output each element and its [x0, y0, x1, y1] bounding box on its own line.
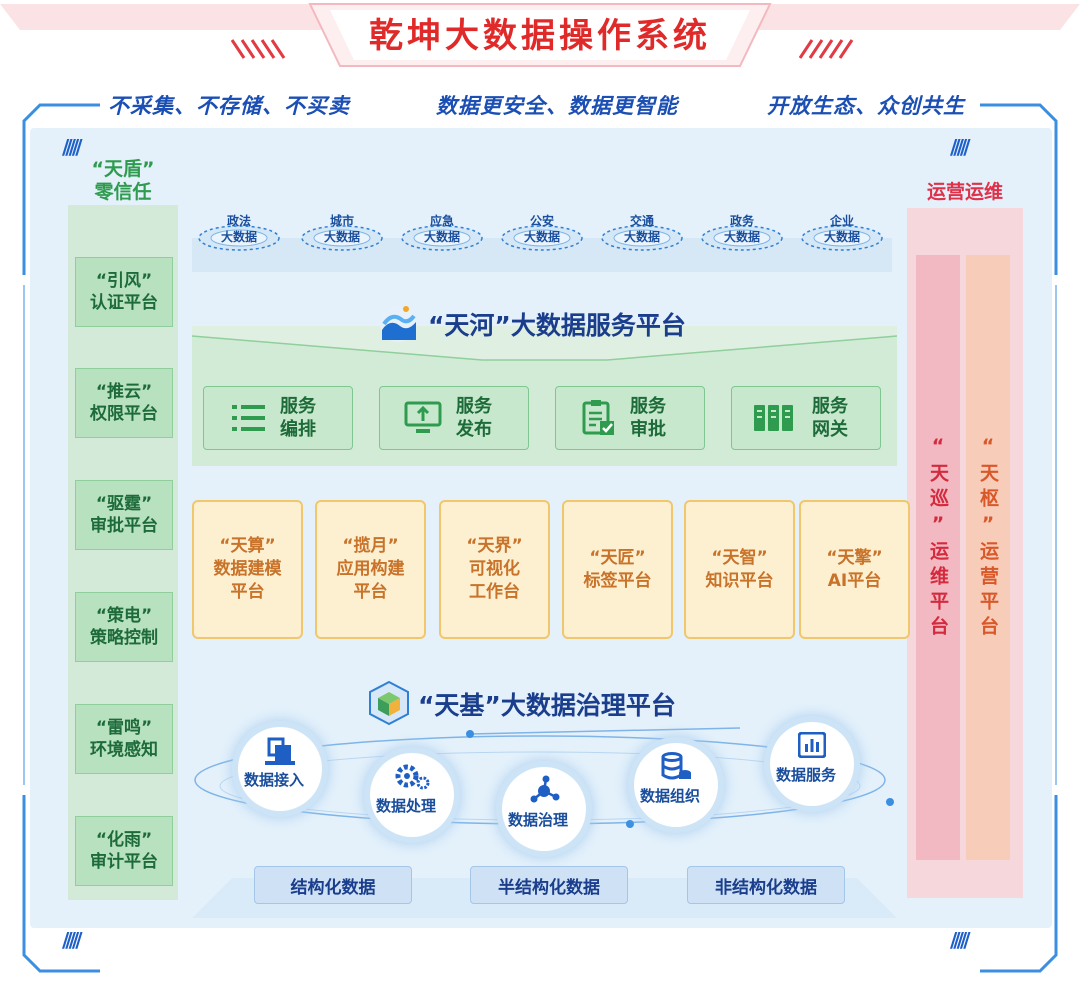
- left-item-label: “引风” 认证平台: [90, 271, 158, 313]
- left-item-yinfeng[interactable]: “引风” 认证平台: [75, 257, 173, 327]
- module-label: “天界” 可视化 工作台: [466, 536, 523, 602]
- left-item-leiming[interactable]: “雷鸣” 环境感知: [75, 704, 173, 774]
- left-item-label: “推云” 权限平台: [90, 382, 158, 424]
- data-access-icon: [265, 737, 295, 765]
- stripe-decor: /////: [950, 928, 970, 952]
- module-label: “天擎” AI平台: [826, 547, 883, 591]
- left-item-label: “策电” 策略控制: [90, 606, 158, 648]
- service-gateway-card[interactable]: 服务 网关: [731, 386, 881, 450]
- stripe-decor: /////: [62, 135, 82, 159]
- data-type-semi-structured[interactable]: 半结构化数据: [470, 866, 628, 904]
- service-publish-card[interactable]: 服务 发布: [379, 386, 529, 450]
- slogan-3: 开放生态、众创共生: [767, 94, 965, 118]
- left-column-heading: “天盾” 零信任: [91, 158, 155, 203]
- service-label: 服务 发布: [456, 396, 492, 440]
- frame-border: [22, 103, 1058, 973]
- list-icon: [232, 405, 265, 431]
- governance-label: 数据处理: [376, 797, 437, 815]
- module-label: “天智” 知识平台: [705, 547, 774, 591]
- slogan-1: 不采集、不存储、不买卖: [108, 94, 350, 118]
- stripe-decor: /////: [62, 928, 82, 952]
- service-label: 服务 审批: [630, 396, 666, 440]
- module-label: “揽月” 应用构建 平台: [336, 536, 405, 602]
- service-orchestration-card[interactable]: 服务 编排: [203, 386, 353, 450]
- service-platform-bg: [192, 326, 897, 466]
- module-label: “天匠” 标签平台: [583, 547, 652, 591]
- title-banner: [0, 3, 1080, 67]
- governance-node-processing[interactable]: 数据处理: [370, 753, 454, 837]
- right-column-heading: 运营运维: [926, 181, 1003, 203]
- cube-icon: [369, 680, 409, 726]
- server-rack-icon: [754, 405, 793, 431]
- clipboard-check-icon: [582, 400, 614, 435]
- right-bar-tianshu[interactable]: “天枢”运营平台: [966, 255, 1010, 860]
- module-card-tianzhi[interactable]: “天智” 知识平台: [684, 500, 795, 639]
- governance-label: 数据组织: [640, 787, 701, 805]
- module-label: “天算” 数据建模 平台: [213, 536, 282, 602]
- domain-disk-jiaotong[interactable]: 交通 大数据: [623, 214, 660, 244]
- governance-platform-title: “天基”大数据治理平台: [418, 691, 676, 720]
- data-type-label: 半结构化数据: [498, 877, 600, 898]
- domain-disk-qiye[interactable]: 企业 大数据: [823, 214, 860, 244]
- domain-disk-yingji[interactable]: 应急 大数据: [423, 214, 460, 244]
- module-card-tiansuan[interactable]: “天算” 数据建模 平台: [192, 500, 303, 639]
- service-label: 服务 网关: [812, 396, 848, 440]
- bar-chart-icon: [798, 732, 826, 758]
- gears-icon: [395, 764, 430, 790]
- module-card-tianqing[interactable]: “天擎” AI平台: [799, 500, 910, 639]
- module-card-tianjiang[interactable]: “天匠” 标签平台: [562, 500, 673, 639]
- data-type-label: 非结构化数据: [715, 877, 817, 898]
- data-type-label: 结构化数据: [290, 877, 376, 898]
- domain-disk-rings: [198, 225, 883, 251]
- left-item-label: “雷鸣” 环境感知: [90, 718, 158, 760]
- governance-label: 数据接入: [244, 771, 305, 789]
- data-type-unstructured[interactable]: 非结构化数据: [687, 866, 845, 904]
- left-item-cedian[interactable]: “策电” 策略控制: [75, 592, 173, 662]
- monitor-upload-icon: [404, 401, 442, 433]
- module-card-lanyue[interactable]: “揽月” 应用构建 平台: [315, 500, 426, 639]
- left-item-quting[interactable]: “驱霆” 审批平台: [75, 480, 173, 550]
- left-item-huayu[interactable]: “化雨” 审计平台: [75, 816, 173, 886]
- governance-node-access[interactable]: 数据接入: [238, 727, 322, 811]
- page-title: 乾坤大数据操作系统: [369, 16, 711, 56]
- slogan-2: 数据更安全、数据更智能: [436, 94, 678, 118]
- service-label: 服务 编排: [280, 396, 316, 440]
- domain-disk-zhengwu[interactable]: 政务 大数据: [723, 214, 760, 244]
- left-item-label: “化雨” 审计平台: [90, 830, 158, 872]
- wave-icon: [380, 306, 416, 342]
- domain-disk-gongan[interactable]: 公安 大数据: [523, 214, 560, 244]
- left-item-label: “驱霆” 审批平台: [90, 494, 158, 536]
- governance-node-service[interactable]: 数据服务: [770, 722, 854, 806]
- right-bar-tianxun[interactable]: “天巡”运维平台: [916, 255, 960, 860]
- governance-label: 数据治理: [508, 811, 569, 829]
- domain-disk-chengshi[interactable]: 城市 大数据: [323, 214, 360, 244]
- network-node-icon: [530, 775, 560, 803]
- domain-disk-zhengfa[interactable]: 政法 大数据: [220, 214, 257, 244]
- database-icon: [661, 752, 691, 780]
- service-approval-card[interactable]: 服务 审批: [555, 386, 705, 450]
- right-bar-label: “天巡”运维平台: [927, 435, 949, 641]
- governance-node-organization[interactable]: 数据组织: [634, 743, 718, 827]
- governance-label: 数据服务: [776, 766, 837, 784]
- governance-node-governance[interactable]: 数据治理: [502, 767, 586, 851]
- left-item-tuiyun[interactable]: “推云” 权限平台: [75, 368, 173, 438]
- data-type-structured[interactable]: 结构化数据: [254, 866, 412, 904]
- service-platform-title: “天河”大数据服务平台: [428, 311, 686, 340]
- stripe-decor: /////: [950, 135, 970, 159]
- right-bar-label: “天枢”运营平台: [977, 435, 999, 641]
- module-card-tianjie[interactable]: “天界” 可视化 工作台: [439, 500, 550, 639]
